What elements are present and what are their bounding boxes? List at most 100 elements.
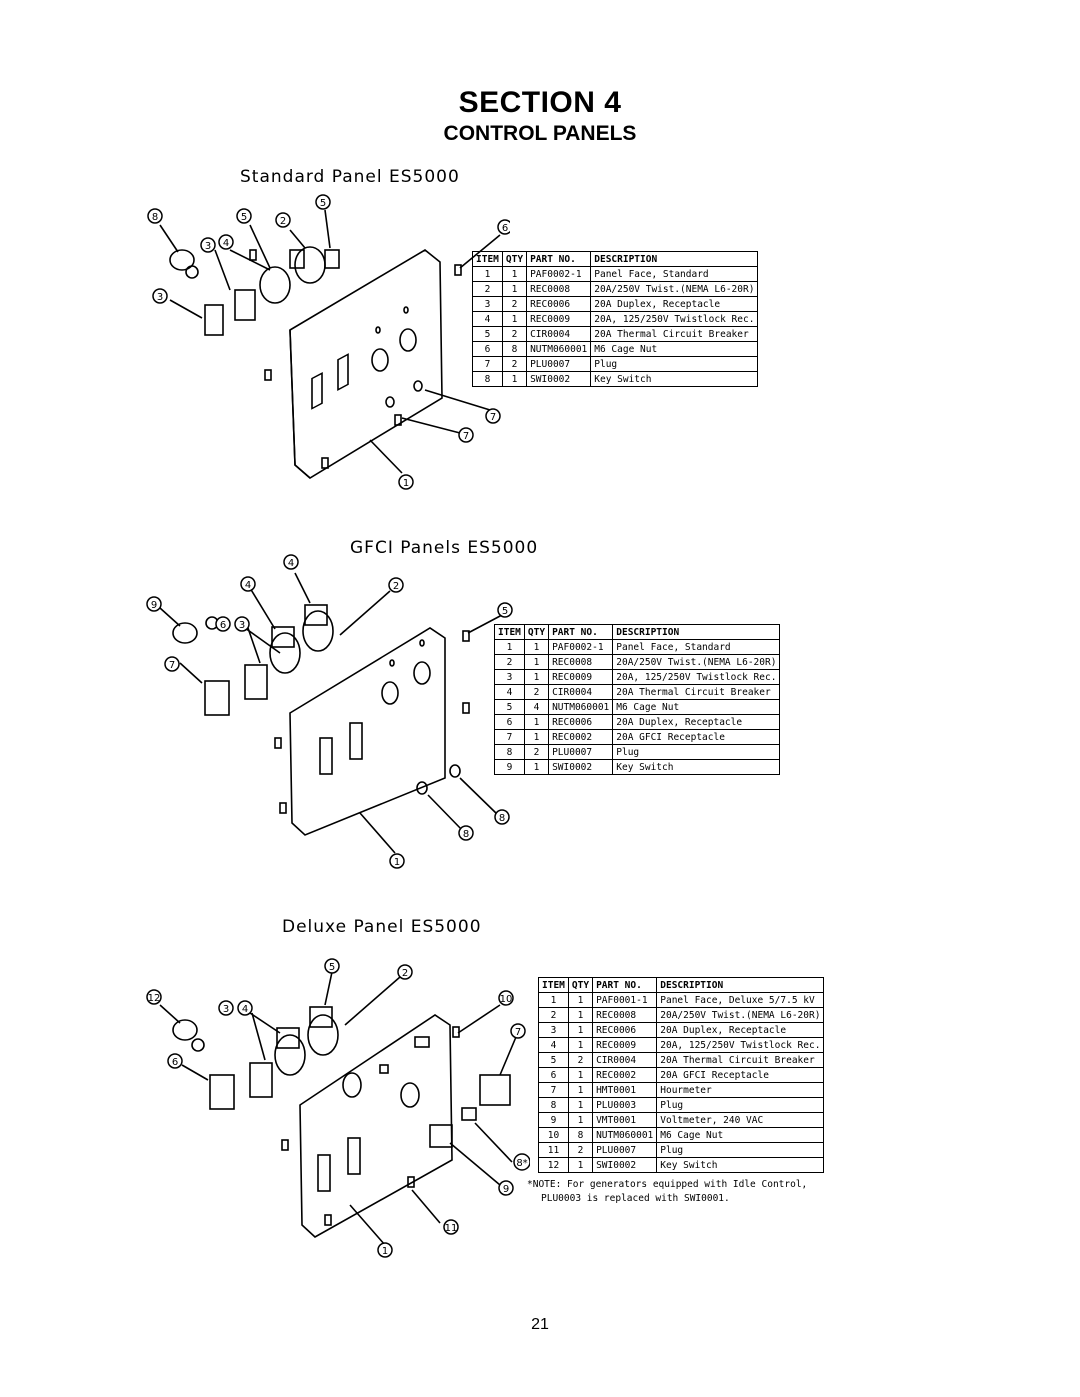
svg-text:10: 10 bbox=[500, 994, 513, 1005]
table-cell: 8 bbox=[472, 371, 503, 387]
table-cell: 2 bbox=[523, 744, 550, 760]
table-cell: 1 bbox=[567, 1082, 594, 1098]
callout-bubble: 7 bbox=[485, 408, 501, 424]
table-cell: 1 bbox=[567, 1157, 594, 1173]
callout-bubble: 1 bbox=[389, 853, 405, 869]
svg-text:1: 1 bbox=[403, 478, 409, 489]
table-cell: 2 bbox=[494, 654, 525, 670]
table-cell: REC0008 bbox=[548, 654, 614, 670]
table-cell: PLU0007 bbox=[548, 744, 614, 760]
column-header: ITEM bbox=[494, 624, 525, 640]
callout-bubble: 6 bbox=[497, 219, 510, 235]
table-cell: Hourmeter bbox=[656, 1082, 825, 1098]
table-cell: 11 bbox=[538, 1142, 569, 1158]
table-cell: 1 bbox=[501, 371, 528, 387]
callout-bubble: 6 bbox=[215, 616, 231, 632]
table-cell: REC0009 bbox=[526, 311, 592, 327]
table-cell: 12 bbox=[538, 1157, 569, 1173]
table-cell: 20A GFCI Receptacle bbox=[656, 1067, 825, 1083]
column-header: DESCRIPTION bbox=[656, 977, 825, 993]
table-header-row: ITEM QTY PART NO. DESCRIPTION bbox=[538, 977, 825, 993]
callout-bubble: 5 bbox=[497, 602, 513, 618]
table-cell: Voltmeter, 240 VAC bbox=[656, 1112, 825, 1128]
callout-bubble: 4 bbox=[283, 554, 299, 570]
table-cell: 2 bbox=[472, 281, 503, 297]
svg-text:1: 1 bbox=[382, 1246, 388, 1257]
table-cell: 5 bbox=[538, 1052, 569, 1068]
svg-text:4: 4 bbox=[223, 238, 229, 249]
table-cell: PAF0002-1 bbox=[548, 639, 614, 655]
section-heading: SECTION 4 bbox=[458, 86, 622, 119]
callout-bubble: 6 bbox=[167, 1053, 183, 1069]
callout-bubble: 2 bbox=[397, 964, 413, 980]
table-cell: Panel Face, Standard bbox=[612, 639, 781, 655]
table-header-row: ITEM QTY PART NO. DESCRIPTION bbox=[494, 624, 781, 640]
table-cell: 20A, 125/250V Twistlock Rec. bbox=[612, 669, 781, 685]
table-cell: 7 bbox=[538, 1082, 569, 1098]
deluxe-panel-title: Deluxe Panel ES5000 bbox=[282, 917, 482, 937]
table-cell: 20A GFCI Receptacle bbox=[612, 729, 781, 745]
table-cell: 4 bbox=[538, 1037, 569, 1053]
svg-text:7: 7 bbox=[463, 431, 469, 442]
svg-text:5: 5 bbox=[320, 198, 326, 209]
table-cell: 3 bbox=[494, 669, 525, 685]
svg-text:7: 7 bbox=[515, 1027, 521, 1038]
table-cell: REC0006 bbox=[592, 1022, 658, 1038]
table-cell: M6 Cage Nut bbox=[590, 341, 759, 357]
table-cell: 8 bbox=[538, 1097, 569, 1113]
callout-bubble: 3 bbox=[152, 288, 168, 304]
table-cell: PLU0003 bbox=[592, 1097, 658, 1113]
svg-text:5: 5 bbox=[329, 962, 335, 973]
table-cell: NUTM060001 bbox=[548, 699, 614, 715]
deluxe-note: *NOTE: For generators equipped with Idle… bbox=[527, 1178, 807, 1206]
callout-bubble: 10 bbox=[498, 990, 514, 1006]
svg-text:3: 3 bbox=[157, 292, 163, 303]
gfci-callouts: 4 4 2 9 6 3 7 5 8 8 1 bbox=[146, 554, 513, 869]
table-cell: 1 bbox=[523, 639, 550, 655]
svg-text:3: 3 bbox=[205, 241, 211, 252]
svg-text:4: 4 bbox=[288, 558, 294, 569]
svg-text:9: 9 bbox=[151, 600, 157, 611]
table-cell: 8 bbox=[567, 1127, 594, 1143]
callout-bubble: 4 bbox=[237, 1000, 253, 1016]
column-header: DESCRIPTION bbox=[612, 624, 781, 640]
table-cell: 7 bbox=[472, 356, 503, 372]
table-cell: 1 bbox=[501, 311, 528, 327]
column-header: QTY bbox=[567, 977, 594, 993]
table-cell: 1 bbox=[523, 759, 550, 775]
callout-bubble: 12 bbox=[146, 989, 162, 1005]
table-cell: 1 bbox=[567, 1097, 594, 1113]
table-cell: CIR0004 bbox=[548, 684, 614, 700]
table-cell: 1 bbox=[567, 1022, 594, 1038]
svg-text:8*: 8* bbox=[516, 1158, 527, 1169]
gfci-panel-title: GFCI Panels ES5000 bbox=[350, 538, 539, 558]
table-cell: 9 bbox=[538, 1112, 569, 1128]
callout-bubble: 4 bbox=[218, 234, 234, 250]
svg-text:4: 4 bbox=[242, 1004, 248, 1015]
callout-bubble: 7 bbox=[458, 427, 474, 443]
callout-bubble: 3 bbox=[200, 237, 216, 253]
svg-text:3: 3 bbox=[223, 1004, 229, 1015]
table-cell: SWI0002 bbox=[548, 759, 614, 775]
table-cell: 4 bbox=[494, 684, 525, 700]
table-cell: 2 bbox=[538, 1007, 569, 1023]
table-cell: 20A Duplex, Receptacle bbox=[590, 296, 759, 312]
table-cell: 2 bbox=[567, 1052, 594, 1068]
table-cell: REC0006 bbox=[548, 714, 614, 730]
callout-bubble: 8 bbox=[494, 809, 510, 825]
note-line: *NOTE: For generators equipped with Idle… bbox=[527, 1179, 808, 1190]
table-cell: 3 bbox=[538, 1022, 569, 1038]
table-cell: 2 bbox=[523, 684, 550, 700]
